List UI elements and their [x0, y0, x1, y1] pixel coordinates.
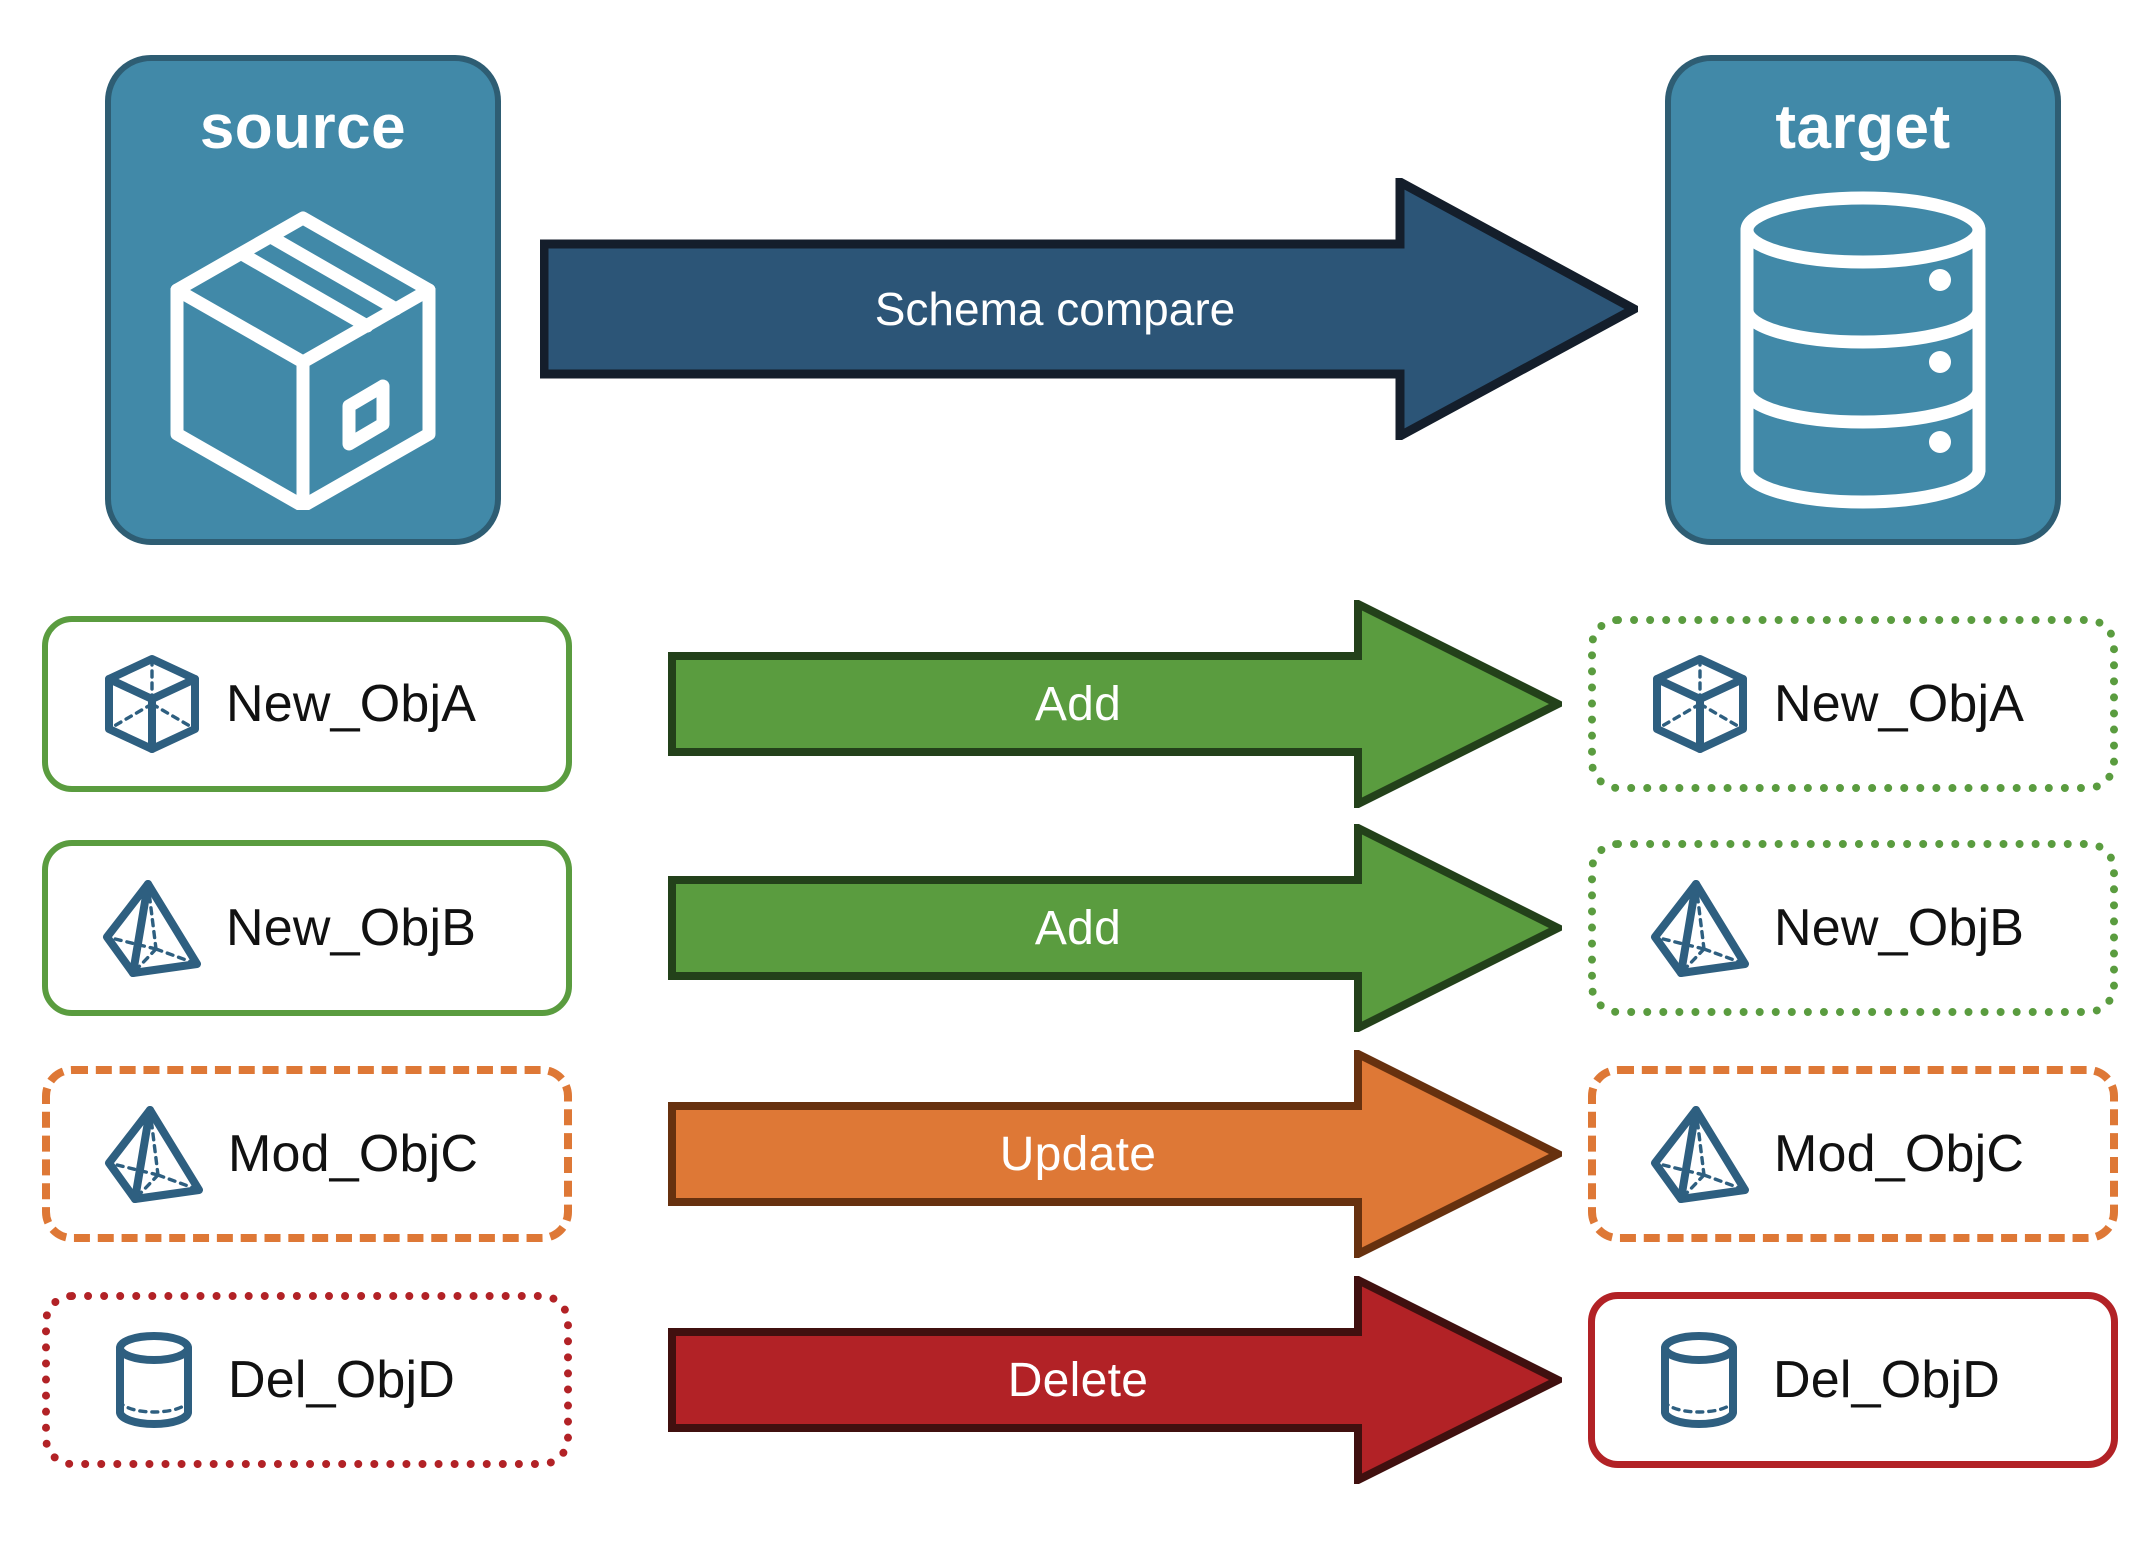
object-row: Mod_ObjC Update	[0, 1047, 2150, 1261]
source-object-box[interactable]: New_ObjA	[42, 616, 572, 792]
source-object-box[interactable]: Mod_ObjC	[42, 1066, 572, 1242]
target-object-label: New_ObjB	[1774, 899, 2025, 957]
object-row: Del_ObjD Delete Del_ObjD	[0, 1273, 2150, 1487]
target-object-label: Mod_ObjC	[1774, 1125, 2025, 1183]
target-object-box[interactable]: New_ObjA	[1588, 616, 2118, 792]
source-object-label: Del_ObjD	[228, 1351, 456, 1409]
target-endpoint-card: target	[1665, 55, 2061, 545]
target-object-label: New_ObjA	[1774, 675, 2025, 733]
wireframe-pyramid-icon	[98, 1102, 210, 1206]
source-object-box[interactable]: New_ObjB	[42, 840, 572, 1016]
schema-compare-arrow: Schema compare	[539, 174, 1644, 444]
source-object-label: Mod_ObjC	[228, 1125, 479, 1183]
source-title: source	[199, 93, 407, 162]
wireframe-cube-icon	[96, 652, 208, 756]
target-object-box[interactable]: Del_ObjD	[1588, 1292, 2118, 1468]
add-arrow: Add	[668, 821, 1567, 1035]
target-object-label: Del_ObjD	[1773, 1351, 2001, 1409]
wireframe-cylinder-icon	[1643, 1328, 1755, 1432]
wireframe-pyramid-icon	[1644, 876, 1756, 980]
source-endpoint-card: source	[105, 55, 501, 545]
wireframe-cube-icon	[1644, 652, 1756, 756]
wireframe-pyramid-icon	[1644, 1102, 1756, 1206]
package-box-icon	[111, 160, 495, 539]
database-cylinder-icon	[1671, 160, 2055, 539]
source-object-label: New_ObjB	[226, 899, 477, 957]
target-object-box[interactable]: Mod_ObjC	[1588, 1066, 2118, 1242]
object-row: New_ObjA Add	[0, 597, 2150, 811]
target-title: target	[1775, 93, 1951, 162]
target-object-box[interactable]: New_ObjB	[1588, 840, 2118, 1016]
delete-arrow: Delete	[668, 1273, 1567, 1487]
source-object-label: New_ObjA	[226, 675, 477, 733]
object-row: New_ObjB Add	[0, 821, 2150, 1035]
update-arrow: Update	[668, 1047, 1567, 1261]
wireframe-cylinder-icon	[98, 1328, 210, 1432]
wireframe-pyramid-icon	[96, 876, 208, 980]
add-arrow: Add	[668, 597, 1567, 811]
source-object-box[interactable]: Del_ObjD	[42, 1292, 572, 1468]
